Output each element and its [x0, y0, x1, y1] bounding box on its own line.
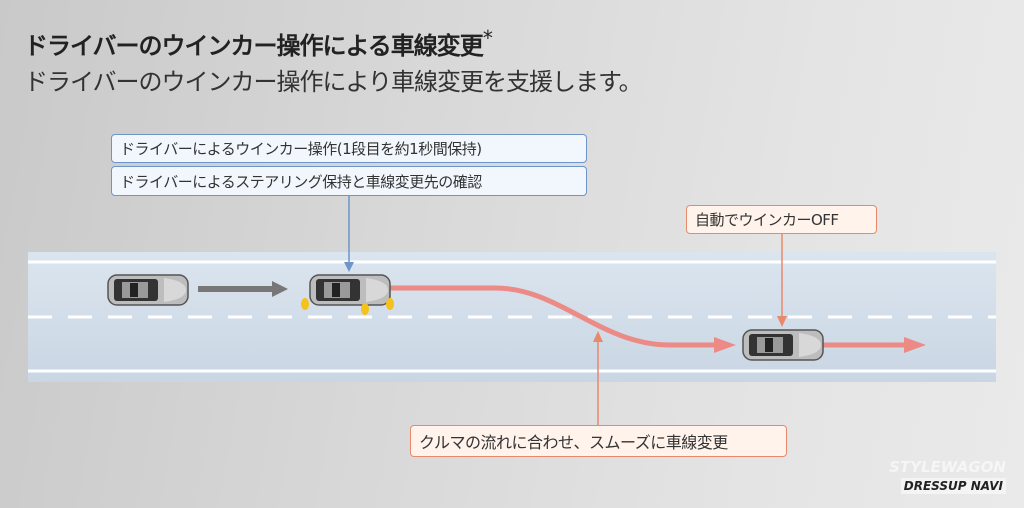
car-icon [742, 329, 824, 361]
title-asterisk: * [482, 26, 493, 50]
blue-pointer-arrowhead [344, 262, 354, 272]
watermark-stylewagon: STYLEWAGON [889, 458, 1006, 476]
diagram-title: ドライバーのウインカー操作による車線変更* [24, 26, 493, 61]
orange-pointer-arrowhead-bottom [593, 331, 603, 342]
label-blinker-operation: ドライバーによるウインカー操作(1段目を約1秒間保持) [111, 134, 587, 163]
lane-change-path [390, 285, 720, 348]
gray-arrowhead [272, 281, 288, 297]
title-text: ドライバーのウインカー操作による車線変更 [24, 32, 484, 60]
path-arrowhead [714, 337, 736, 353]
label-smooth-lane-change: クルマの流れに合わせ、スムーズに車線変更 [410, 425, 787, 457]
label-steering-check: ドライバーによるステアリング保持と車線変更先の確認 [111, 166, 587, 196]
car-icon [309, 274, 391, 306]
car-icon [107, 274, 189, 306]
orange-pointer-arrowhead [777, 316, 787, 327]
diagram-subtitle: ドライバーのウインカー操作により車線変更を支援します。 [24, 68, 643, 96]
continue-arrowhead [904, 337, 926, 353]
watermark-dressup-navi: DRESSUP NAVI [900, 478, 1006, 494]
blinker-light-icon [301, 298, 394, 315]
label-auto-blinker-off: 自動でウインカーOFF [686, 205, 877, 234]
